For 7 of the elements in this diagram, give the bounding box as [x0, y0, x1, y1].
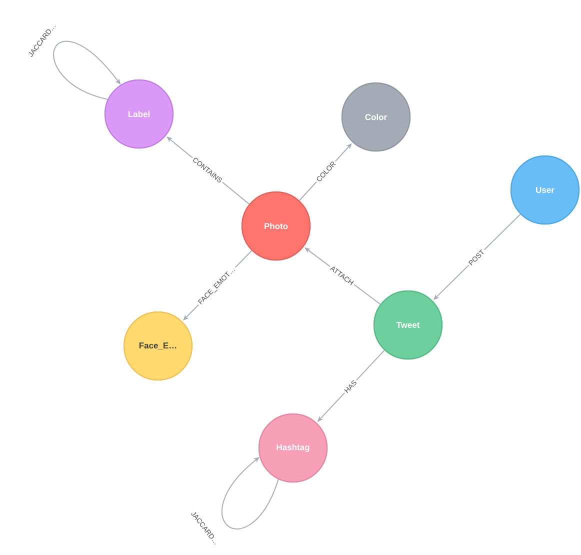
graph-node: Tweet	[373, 290, 443, 360]
graph-node: Hashtag	[258, 413, 328, 483]
graph-node: Label	[104, 79, 174, 149]
graph-node: Photo	[241, 191, 311, 261]
graph-node: Color	[341, 82, 411, 152]
graph-node: User	[510, 155, 580, 225]
graph-node: Face_E…	[123, 311, 193, 381]
